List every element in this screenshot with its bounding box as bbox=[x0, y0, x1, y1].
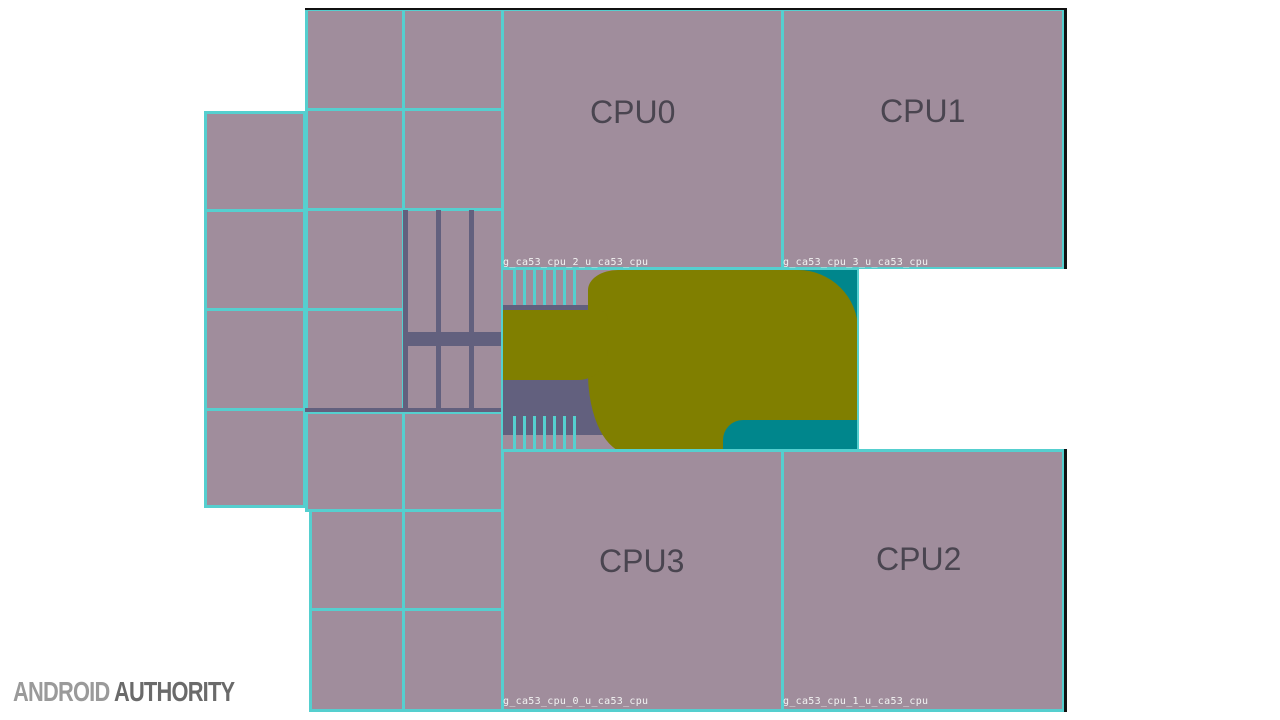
block-cell bbox=[402, 8, 504, 111]
cpu3-instance-name: g_ca53_cpu_0_u_ca53_cpu bbox=[503, 696, 649, 707]
cpu0-label: CPU0 bbox=[590, 94, 676, 130]
block-cell bbox=[305, 208, 405, 311]
watermark-part1: ANDROID bbox=[13, 676, 110, 707]
block-cell bbox=[305, 411, 405, 512]
cpu3-label: CPU3 bbox=[599, 543, 685, 579]
block-cell bbox=[402, 608, 504, 712]
central-logic-area bbox=[501, 268, 859, 451]
watermark-logo: ANDROID AUTHORITY bbox=[13, 676, 235, 708]
cpu0-instance-name: g_ca53_cpu_2_u_ca53_cpu bbox=[503, 257, 649, 268]
block-cell bbox=[204, 308, 306, 411]
cpu1-label: CPU1 bbox=[880, 93, 966, 129]
routing-channel bbox=[436, 210, 441, 412]
cpu0-block bbox=[501, 8, 784, 270]
block-cell bbox=[204, 408, 306, 508]
watermark-part2: AUTHORITY bbox=[113, 676, 235, 707]
block-cell bbox=[305, 308, 405, 411]
block-cell bbox=[204, 209, 306, 311]
block-cell bbox=[309, 509, 405, 611]
empty-region bbox=[859, 269, 1069, 449]
routing-channel bbox=[469, 210, 474, 412]
teal-logic-region bbox=[723, 420, 857, 449]
cpu2-label: CPU2 bbox=[876, 541, 962, 577]
cpu1-instance-name: g_ca53_cpu_3_u_ca53_cpu bbox=[783, 257, 929, 268]
olive-logic-region bbox=[588, 270, 857, 449]
olive-logic-region bbox=[503, 310, 608, 380]
routing-channel bbox=[403, 332, 503, 346]
cpu2-instance-name: g_ca53_cpu_1_u_ca53_cpu bbox=[783, 696, 929, 707]
routing-channel bbox=[305, 408, 505, 412]
cpu2-block bbox=[781, 449, 1065, 712]
routing-channel bbox=[403, 210, 408, 412]
block-cell bbox=[204, 111, 306, 212]
